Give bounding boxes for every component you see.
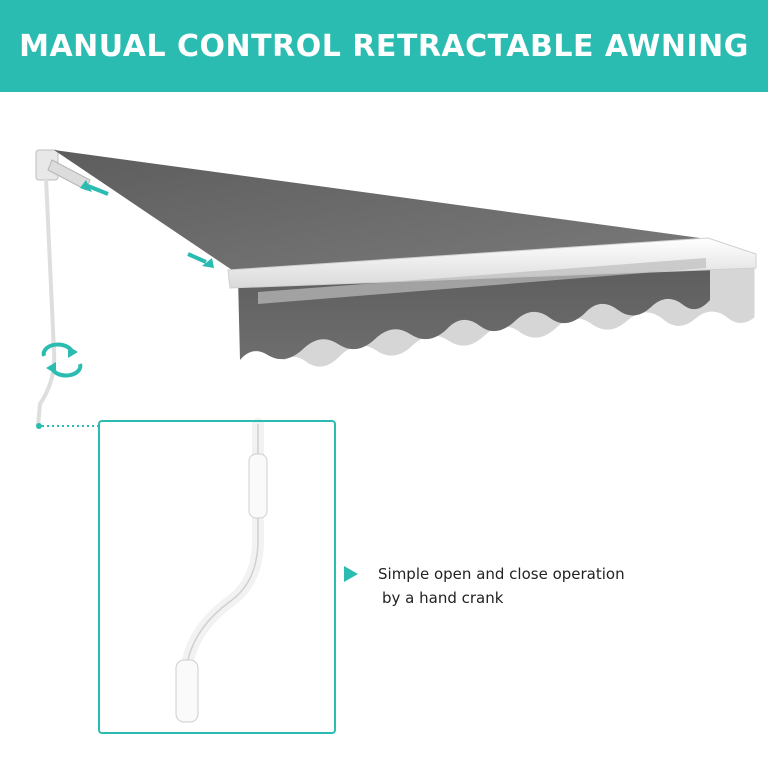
extend-arrow-icon xyxy=(187,252,214,268)
crank-detail xyxy=(175,418,268,723)
rotate-icon xyxy=(41,342,83,378)
feature-caption: Simple open and close operation by a han… xyxy=(344,562,674,610)
wall-bracket xyxy=(35,149,91,191)
page-title: MANUAL CONTROL RETRACTABLE AWNING xyxy=(19,28,749,64)
caption-text: Simple open and close operation by a han… xyxy=(378,562,625,610)
caption-line-2: by a hand crank xyxy=(382,589,504,607)
crank-detail-frame xyxy=(98,420,336,734)
hand-crank-rod xyxy=(36,177,57,429)
front-bar xyxy=(227,237,757,304)
play-triangle-icon xyxy=(344,566,358,582)
awning-canopy xyxy=(54,150,700,270)
retract-arrow-icon xyxy=(80,180,109,196)
caption-line-1: Simple open and close operation xyxy=(378,565,625,583)
title-banner: MANUAL CONTROL RETRACTABLE AWNING xyxy=(0,0,768,92)
